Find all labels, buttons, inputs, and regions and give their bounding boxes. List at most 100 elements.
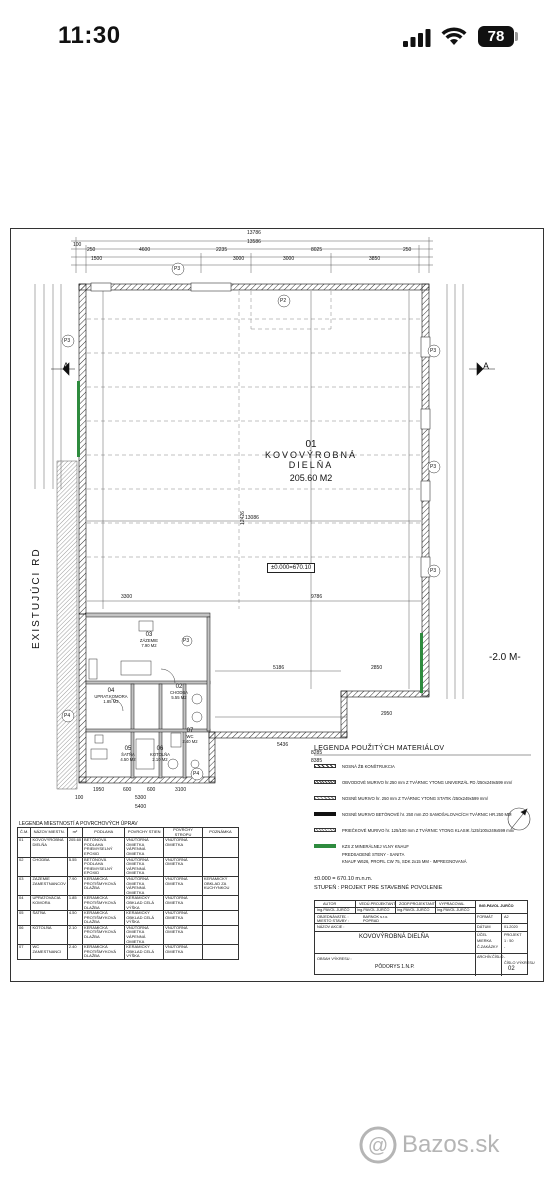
dim: 8285: [311, 750, 323, 756]
legend-text: KNAUF W626, PROFIL CW 75, SDK 2x15 MM - …: [342, 858, 467, 864]
dim: 2235: [216, 247, 228, 253]
legend-swatch: [314, 812, 336, 816]
table-cell: WC ZAMESTNANCI: [30, 944, 68, 961]
room-name: UPRAT.KOMORA: [94, 694, 128, 699]
room-area: 7.90 M2: [141, 643, 157, 648]
table-row: 06 KOTOLŇA 2.10 KERAMICKÁ PROTIŠMYKOVÁ D…: [16, 924, 240, 946]
table-row: 04 UPRATOVACIA KOMORA 1.85 KERAMICKÁ PRO…: [16, 895, 240, 912]
table-row: 03 ZÁZEMIE ZAMESTNANCOV 7.90 KERAMICKÁ P…: [16, 875, 240, 897]
dim-total: 13786: [247, 230, 261, 236]
tb-content: PÔDORYS 1.N.P.: [375, 964, 415, 970]
room-number: 02: [175, 684, 183, 690]
table-header: Č.M.: [16, 826, 32, 839]
tb-field-label: ÚČEL: [477, 933, 488, 937]
tb-project-label: NÁZOV AKCIE :: [317, 925, 345, 929]
legend-item: OBVODOVÉ MURIVO hr.250 mm Z TVÁRNIC YTON…: [314, 777, 512, 787]
room-area: 5.55 M2: [171, 695, 187, 700]
watermark: @ Bazos.sk: [358, 1124, 499, 1166]
room-number: 03: [145, 632, 153, 638]
table-cell: 5.55: [66, 856, 84, 877]
tag-label: P3: [430, 568, 437, 574]
tb-field-value: -: [504, 955, 506, 959]
tb-name: Ing.PAVOL JURČO: [357, 908, 390, 912]
table-cell: 1.85: [66, 895, 84, 912]
tb-field-value: -: [504, 945, 506, 949]
dim: 1950: [93, 787, 105, 793]
level-marker: ±0.000=670.10: [267, 563, 316, 573]
tb-field-value: 01.2020: [504, 925, 518, 929]
table-cell: 03: [16, 875, 32, 897]
table-cell: [201, 837, 240, 858]
dim: 2850: [371, 665, 383, 671]
table-row: 02 CHODBA 5.55 BETÓNOVÁ PODLAHA PRIEMYSE…: [16, 856, 240, 877]
dim: 3300: [121, 594, 133, 600]
grade-label: -2.0 M-: [489, 652, 521, 663]
cellular-signal-icon: [403, 29, 431, 47]
table-cell: CHODBA: [30, 856, 68, 877]
room-name: CHODBA: [170, 690, 188, 695]
dim: 12426: [239, 511, 246, 525]
battery-level: 78: [478, 26, 514, 47]
tb-role: VYPRACOVAL: [439, 902, 465, 906]
legend-text: KZS Z MINERÁLNEJ VLNY KNAUF: [342, 843, 409, 849]
room-label-02: 02 CHODBA 5.55 M2: [163, 684, 195, 700]
tb-name: Ing.PAVOL JURČO: [317, 908, 350, 912]
legend-text: NOSNÉ MURIVO BETÓNOVÉ hr. 250 mm ZO SAMO…: [342, 811, 512, 817]
tb-place-label: MIESTO STAVBY :: [317, 919, 350, 923]
dim: 13086: [245, 515, 259, 521]
table-header-row: Č.M. NÁZOV MIESTN. m² PODLAHA POVRCHY ST…: [16, 826, 240, 839]
legend-text: PREDSADENÉ STENY - SANITA: [342, 851, 405, 857]
dim: 8385: [311, 758, 323, 764]
table-header: PODLAHA: [82, 826, 126, 839]
dim: 8025: [311, 247, 323, 253]
floor-plan-drawing: [34, 237, 531, 831]
dim: 2950: [381, 711, 393, 717]
dim: 5186: [273, 665, 285, 671]
table-cell: KERAMICKÁ PROTIŠMYKOVÁ DLAŽBA: [82, 910, 126, 926]
table-cell: KERAMICKÁ PROTIŠMYKOVÁ DLAŽBA: [82, 924, 126, 946]
table-cell: [201, 895, 240, 912]
legend-item: KNAUF W626, PROFIL CW 75, SDK 2x15 MM - …: [342, 856, 467, 866]
table-header: POZNÁMKA: [201, 826, 240, 839]
section-marker-right: A: [483, 361, 490, 371]
tb-role: VEDÚ.PROJEKTANT: [359, 902, 396, 906]
legend-swatch: [314, 796, 336, 800]
title-block: AUTOR VEDÚ.PROJEKTANT ZODP.PROJEKTANT VY…: [314, 900, 535, 976]
legend-text: PRIEČKOVÉ MURIVO hr. 125/100 mm Z TVÁRNI…: [342, 827, 515, 833]
table-cell: 06: [16, 924, 32, 946]
room-number: 01: [305, 439, 317, 450]
table-header: m²: [66, 826, 84, 839]
dim: 3100: [175, 787, 187, 793]
legend-item: KZS Z MINERÁLNEJ VLNY KNAUF: [314, 841, 409, 851]
dim: 5436: [277, 742, 289, 748]
table-cell: 4.50: [66, 910, 84, 926]
stage-note: STUPEŇ : PROJEKT PRE STAVEBNÉ POVOLENIE: [314, 885, 443, 891]
elevation-note: ±0.000 = 670.10 m.n.m.: [314, 876, 373, 882]
tb-investor-label: OBJEDNÁVATEĽ :: [317, 915, 349, 919]
table-cell: VNÚTORNÁ OMIETKA VÁPENNÁ OMIETKA: [124, 924, 165, 946]
table-cell: VNÚTORNÁ OMIETKA: [163, 895, 203, 912]
room-area: 2.40 M2: [182, 739, 198, 744]
table-cell: 02: [16, 856, 32, 877]
table-cell: KOVOVÝROBNÁ DIELŇA: [30, 837, 68, 858]
table-cell: 205.60: [66, 837, 84, 858]
section-marker-left: A: [63, 361, 70, 371]
room-number: 07: [186, 728, 194, 734]
tb-sheet-label: ČÍSLO VÝKRESU: [504, 961, 535, 965]
table-cell: KOTOLŇA: [30, 924, 68, 946]
table-cell: VNÚTORNÁ OMIETKA: [163, 924, 203, 946]
table-header: POVRCHY STROPU: [163, 826, 203, 839]
table-cell: [201, 944, 240, 961]
table-cell: VNÚTORNÁ OMIETKA: [163, 837, 203, 858]
legend-swatch: [314, 780, 336, 784]
table-cell: KERAMICKÝ OBKLAD CELÁ VÝŠKA: [124, 895, 165, 912]
tb-content-label: OBSAH VÝKRESU :: [317, 957, 352, 961]
legend-item: NOSNÉ MURIVO hr. 250 mm Z TVÁRNIC YTONG …: [314, 793, 488, 803]
dim: 250: [87, 247, 96, 253]
dim: 1500: [91, 256, 103, 262]
table-row: 07 WC ZAMESTNANCI 2.40 KERAMICKÁ PROTIŠM…: [16, 944, 240, 961]
dim: 100: [75, 795, 84, 801]
tb-place: POPRAD: [363, 919, 380, 923]
floor-plan-sheet[interactable]: 13786 13586 250 4600 2235 8025 250 1500 …: [10, 228, 544, 982]
legend-item: NOSNÉ MURIVO BETÓNOVÉ hr. 250 mm ZO SAMO…: [314, 809, 511, 819]
